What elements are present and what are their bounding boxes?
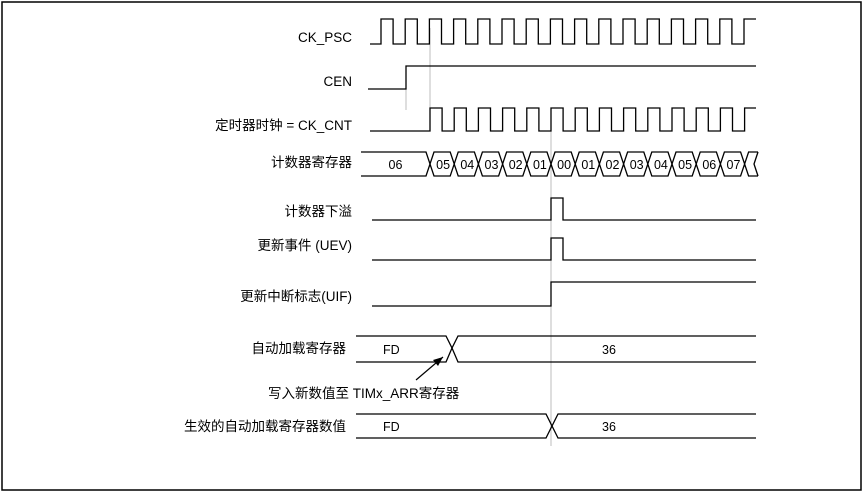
counter-value: 00 [557, 158, 571, 172]
label-counter-underflow: 计数器下溢 [285, 204, 353, 219]
arr-effective-bus-bottom [356, 424, 756, 439]
counter-bus-end [753, 151, 759, 177]
label-auto-reload-register: 自动加载寄存器 [252, 340, 347, 356]
waveform-cen [368, 65, 756, 90]
counter-value: 01 [533, 158, 547, 172]
counter-value: 02 [606, 158, 620, 172]
counter-bus-top [361, 151, 758, 167]
waveform-ck-cnt [370, 107, 756, 132]
arr-value-new: 36 [602, 343, 616, 357]
arr-effective-value-old: FD [383, 420, 400, 434]
annotation-write-arr: 写入新数值至 TIMx_ARR寄存器 [268, 385, 460, 401]
label-cen: CEN [323, 74, 352, 89]
counter-value: 03 [485, 158, 499, 172]
label-effective-auto-reload: 生效的自动加载寄存器数值 [184, 418, 346, 434]
counter-value: 07 [727, 158, 741, 172]
counter-value: 04 [460, 158, 474, 172]
label-counter-register: 计数器寄存器 [271, 154, 352, 170]
counter-value: 02 [509, 158, 523, 172]
waveform-ck-psc [370, 18, 756, 45]
counter-value: 04 [654, 158, 668, 172]
counter-value: 01 [581, 158, 595, 172]
counter-value: 06 [389, 158, 403, 172]
counter-value: 05 [436, 158, 450, 172]
counter-value: 06 [702, 158, 716, 172]
label-update-interrupt-flag: 更新中断标志(UIF) [240, 289, 352, 304]
label-ck-cnt: 定时器时钟 = CK_CNT [215, 117, 352, 133]
counter-value: 03 [630, 158, 644, 172]
counter-bus-bottom [361, 161, 758, 177]
annotation-arrowhead [433, 357, 443, 366]
counter-value: 05 [678, 158, 692, 172]
arr-value-old: FD [383, 343, 400, 357]
waveform-underflow [372, 197, 756, 221]
waveform-update-interrupt-flag [372, 281, 756, 307]
waveform-update-event [372, 237, 756, 261]
label-ck-psc: CK_PSC [298, 30, 352, 45]
arr-effective-value-new: 36 [602, 420, 616, 434]
counter-register-bus: 06 05 04 03 02 01 00 01 02 03 04 05 06 07 [361, 151, 759, 177]
arr-bus-bottom [356, 346, 756, 363]
label-update-event: 更新事件 (UEV) [258, 238, 353, 253]
